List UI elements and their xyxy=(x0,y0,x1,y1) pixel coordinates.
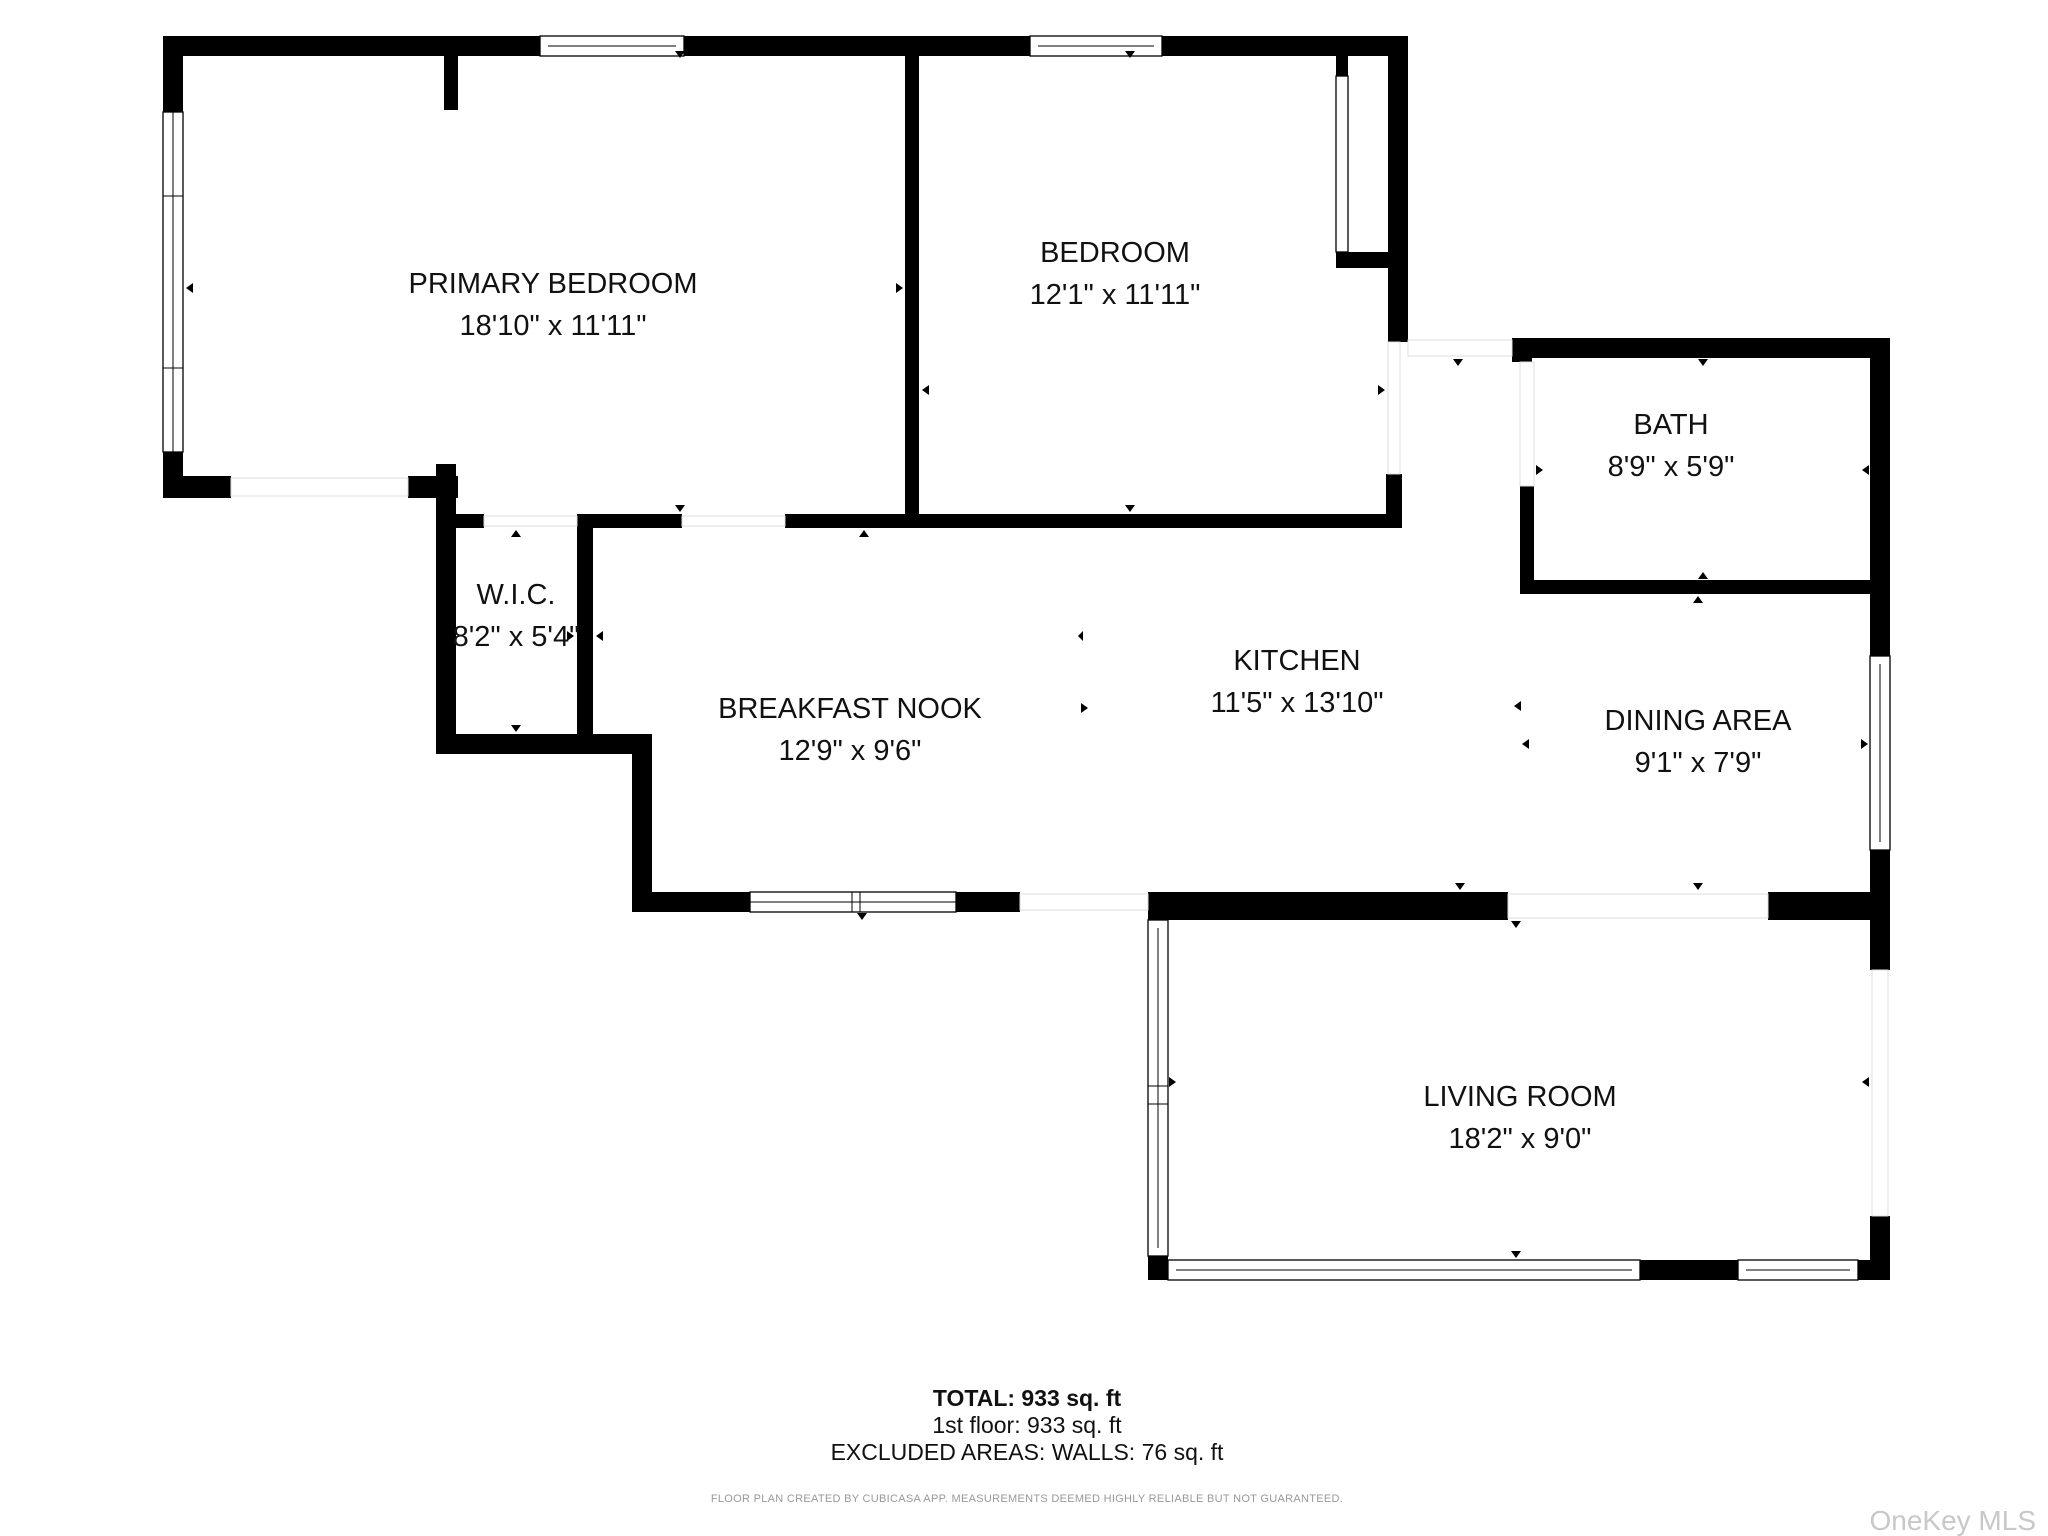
doorway-bedroom-hall xyxy=(1387,341,1401,475)
wall-wic-left xyxy=(436,464,456,754)
marker xyxy=(1378,385,1385,395)
doorway-primary-kitchen xyxy=(681,515,786,527)
wall-wic-bottom xyxy=(436,734,652,754)
room-dims-living-room: 18'2" x 9'0" xyxy=(1449,1123,1592,1155)
marker xyxy=(1522,739,1529,749)
room-labels: PRIMARY BEDROOM 18'10" x 11'11" BEDROOM … xyxy=(409,237,1793,1155)
doorway-hall-top xyxy=(1407,339,1513,357)
wall-wic-right xyxy=(577,514,593,736)
wall-living-bottom-right xyxy=(1858,1260,1890,1280)
wall-living-bottom-mid xyxy=(1640,1260,1738,1280)
wall-bath-left-lower xyxy=(1520,486,1534,594)
marker xyxy=(511,530,521,537)
room-dims-bedroom: 12'1" x 11'11" xyxy=(1030,279,1201,311)
marker xyxy=(511,725,521,732)
total-area: TOTAL: 933 sq. ft xyxy=(933,1385,1122,1411)
doorway-primary-bottom xyxy=(230,477,409,497)
wall-living-left xyxy=(1148,892,1166,920)
marker xyxy=(1514,701,1521,711)
wall-bedroom-closet-bottom xyxy=(1336,252,1388,268)
wall-kitchen-bottom-left xyxy=(632,892,750,912)
marker xyxy=(1862,465,1869,475)
marker xyxy=(675,505,685,512)
marker xyxy=(1693,596,1703,603)
wall-kitchen-top-mid xyxy=(785,514,1402,528)
marker xyxy=(859,530,869,537)
excluded-area: EXCLUDED AREAS: WALLS: 76 sq. ft xyxy=(831,1439,1224,1465)
marker xyxy=(1862,1077,1869,1087)
marker xyxy=(1125,51,1135,58)
marker xyxy=(1169,1077,1176,1087)
marker xyxy=(1078,631,1083,641)
doorway-kitchen-bottom xyxy=(1019,893,1149,911)
wall-bath-top xyxy=(1512,338,1890,358)
marker xyxy=(1125,505,1135,512)
wall-wic-top-left xyxy=(436,514,484,528)
dimension-markers xyxy=(186,51,1869,1258)
room-name-bath: BATH xyxy=(1633,409,1708,441)
doorway-living-top xyxy=(1507,893,1769,919)
wall-bath-left-upper xyxy=(1512,338,1532,362)
wall-right-mid xyxy=(1870,850,1890,970)
marker xyxy=(1536,465,1543,475)
window-bedroom-closet xyxy=(1335,75,1349,253)
marker xyxy=(567,631,574,641)
wall-kitchen-top-left xyxy=(577,514,682,528)
wall-kitchen-bottom-mid xyxy=(956,892,1020,912)
marker xyxy=(857,913,867,920)
watermark-logo: OneKey MLS xyxy=(1869,1505,2036,1536)
marker xyxy=(1081,703,1088,713)
room-dims-bath: 8'9" x 5'9" xyxy=(1608,451,1735,483)
room-name-breakfast-nook: BREAKFAST NOOK xyxy=(718,693,982,725)
wall-bedroom-right xyxy=(1388,36,1408,342)
wall-nook-left xyxy=(632,734,652,912)
marker xyxy=(1511,1251,1521,1258)
marker xyxy=(922,385,929,395)
marker xyxy=(1698,572,1708,579)
walls xyxy=(163,36,1890,1280)
wall-living-top-left xyxy=(1148,892,1508,920)
wall-top xyxy=(163,36,1408,56)
windows xyxy=(162,35,1891,1281)
room-name-living-room: LIVING ROOM xyxy=(1423,1081,1616,1113)
wall-right-upper xyxy=(1870,338,1890,656)
wall-living-top-right xyxy=(1768,892,1870,920)
room-dims-breakfast-nook: 12'9" x 9'6" xyxy=(779,735,922,767)
room-name-wic: W.I.C. xyxy=(477,579,556,611)
marker xyxy=(596,631,603,641)
marker xyxy=(1455,883,1465,890)
room-dims-primary-bedroom: 18'10" x 11'11" xyxy=(460,310,647,342)
marker xyxy=(1698,359,1708,366)
doorway-wic-top xyxy=(483,515,578,527)
room-dims-kitchen: 11'5" x 13'10" xyxy=(1210,687,1383,719)
room-name-dining-area: DINING AREA xyxy=(1605,705,1793,737)
room-name-bedroom: BEDROOM xyxy=(1040,237,1190,269)
marker xyxy=(186,283,193,293)
wall-living-left-bottom xyxy=(1148,1256,1168,1280)
wall-primary-bedroom-divider xyxy=(905,56,919,518)
room-dims-wic: 8'2" x 5'4" xyxy=(453,621,580,653)
marker xyxy=(896,283,903,293)
floor-area: 1st floor: 933 sq. ft xyxy=(932,1412,1122,1438)
wall-primary-stub xyxy=(444,56,458,110)
wall-primary-bottom-left xyxy=(163,476,231,498)
disclaimer: FLOOR PLAN CREATED BY CUBICASA APP. MEAS… xyxy=(711,1493,1343,1505)
marker xyxy=(1453,359,1463,366)
marker xyxy=(1511,921,1521,928)
marker xyxy=(675,51,685,58)
doorways xyxy=(230,339,1889,1217)
marker xyxy=(1693,883,1703,890)
wall-bath-bottom xyxy=(1520,580,1870,594)
marker xyxy=(1861,739,1868,749)
room-name-kitchen: KITCHEN xyxy=(1233,645,1360,677)
room-name-primary-bedroom: PRIMARY BEDROOM xyxy=(409,268,698,300)
doorway-bath xyxy=(1519,361,1535,487)
doorway-living-right xyxy=(1871,969,1889,1217)
wall-bedroom-closet-top xyxy=(1336,56,1348,76)
room-dims-dining-area: 9'1" x 7'9" xyxy=(1635,747,1762,779)
area-summary: TOTAL: 933 sq. ft 1st floor: 933 sq. ft … xyxy=(831,1385,1224,1465)
